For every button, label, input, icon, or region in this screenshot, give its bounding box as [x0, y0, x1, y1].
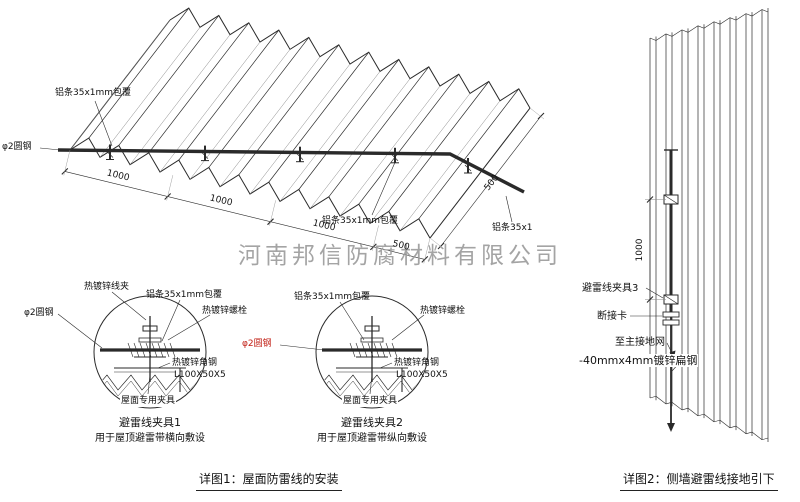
figure2-clamp3-label: 避雷线夹具3	[582, 283, 639, 294]
figure2-dimension-1000: 1000	[635, 238, 645, 262]
detail1-strip-label: 铝条35x1mm包覆	[146, 290, 223, 300]
figure2-flat-steel-label: -40mmx4mm镀锌扁钢	[578, 354, 699, 367]
detail1-title: 避雷线夹具1	[119, 416, 181, 429]
detail1-subtitle: 用于屋顶避雷带横向敷设	[95, 433, 205, 444]
figure2-to-ground-label: 至主接地网	[615, 337, 665, 348]
detail1-roof-clamp-label: 屋面专用夹具	[120, 396, 177, 407]
detail1-angle-spec-label: L100X50X5	[174, 370, 226, 380]
clamp-detail-2	[315, 295, 429, 409]
roof-strip-label-bottom: 铝条35x1mm包覆	[322, 216, 399, 226]
detail-leader-lines	[57, 291, 425, 395]
detail1-rod-label: φ2圆钢	[24, 308, 54, 318]
roof-strip-label-right: 铝条35x1	[492, 223, 533, 233]
figure2-disconnect-label: 断接卡	[597, 311, 627, 322]
detail2-title: 避雷线夹具2	[341, 416, 403, 429]
company-watermark: 河南邦信防腐材料有限公司	[238, 243, 562, 269]
detail2-angle-spec-label: L100X50X5	[396, 370, 448, 380]
detail2-angle-label: 热镀锌角钢	[394, 358, 440, 368]
roof-rod-label: φ2圆钢	[2, 142, 32, 152]
roof-isometric-drawing	[39, 7, 545, 264]
clamp-detail-1	[93, 295, 207, 409]
figure1-caption: 详图1：屋面防雷线的安装	[196, 470, 342, 491]
detail2-roof-clamp-label: 屋面专用夹具	[342, 396, 399, 407]
detail2-rod-label: φ2圆钢	[242, 339, 272, 349]
detail1-wire-clamp-label: 热镀锌线夹	[84, 282, 130, 292]
detail1-angle-label: 热镀锌角钢	[172, 358, 218, 368]
detail2-subtitle: 用于屋顶避雷带纵向敷设	[317, 433, 427, 444]
figure2-caption: 详图2：侧墙避雷线接地引下	[620, 470, 778, 491]
detail1-bolt-label: 热镀锌螺栓	[202, 306, 248, 316]
detail2-strip-label: 铝条35x1mm包覆	[294, 292, 371, 302]
detail2-bolt-label: 热镀锌螺栓	[420, 306, 466, 316]
roof-strip-label-top: 铝条35x1mm包覆	[55, 88, 132, 98]
wall-elevation-drawing	[630, 8, 769, 442]
